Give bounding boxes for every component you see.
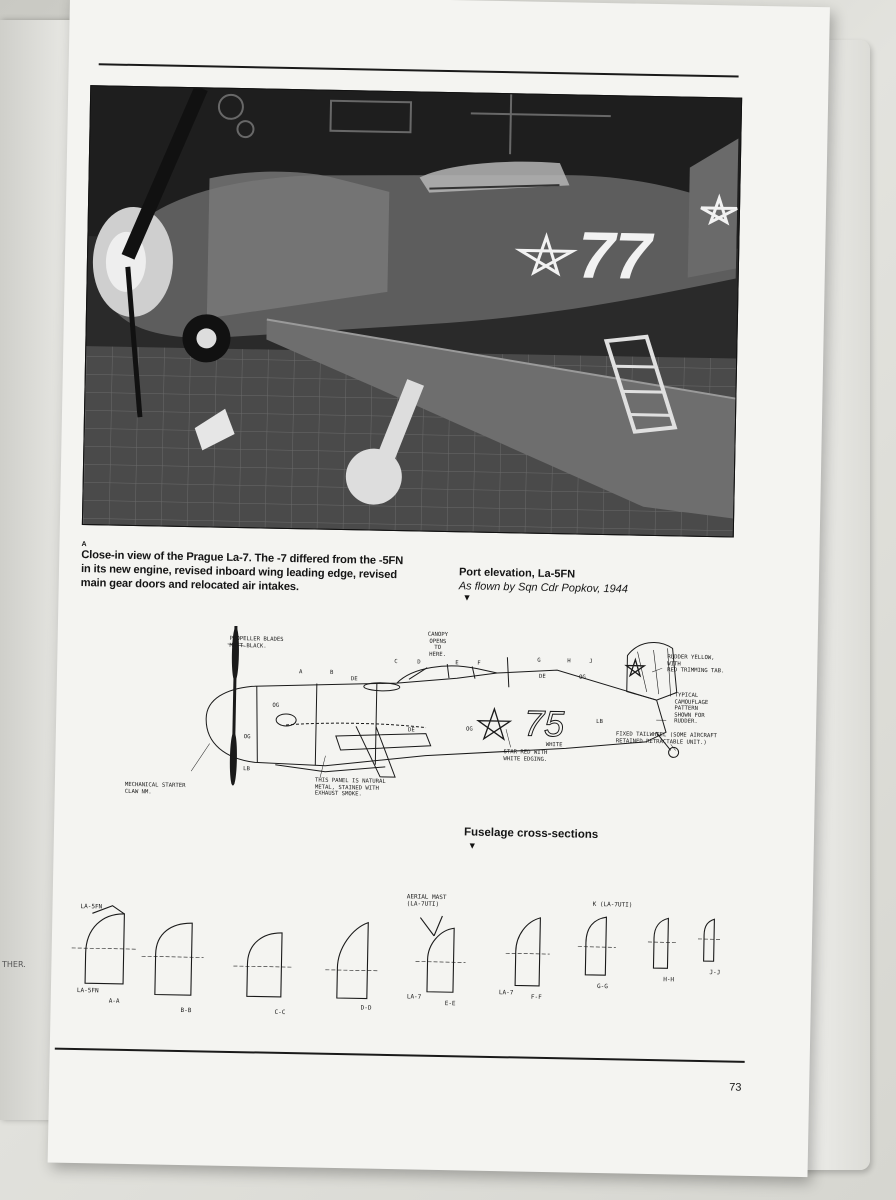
xs-label-h-h: H-H [663, 976, 675, 984]
xs-note-la7-e: LA-7 [406, 993, 422, 1001]
magazine-page: 77 A Close-in view of the Prague La-7. T… [47, 0, 830, 1178]
photo-caption: A Close-in view of the Prague La-7. The … [81, 541, 412, 596]
callout-tailwheel: FIXED TAILWHEEL (SOME AIRCRAFT RETAINED … [615, 731, 718, 746]
top-rule [98, 63, 739, 78]
port-elevation-drawing: 75 PROPELLER BLADES MATT BLACK. CANOPY O… [124, 622, 728, 823]
xs-label-b-b: B-B [180, 1007, 192, 1015]
section-letter-j: J [589, 658, 593, 665]
callout-propeller: PROPELLER BLADES MATT BLACK. [229, 635, 284, 650]
section-letter-f: F [477, 660, 481, 667]
section-letter-b: B [330, 669, 334, 676]
elevation-pointer-icon: ▼ [462, 592, 472, 603]
elevation-subtitle: As flown by Sqn Cdr Popkov, 1944 [458, 580, 629, 596]
xs-label-a-a: A-A [108, 997, 120, 1005]
colour-code-lb-1: LB [596, 718, 603, 726]
colour-code-og-1: OG [272, 702, 280, 709]
section-letter-h: H [567, 658, 571, 665]
colour-code-og-3: OG [578, 674, 586, 681]
cross-sections-title: Fuselage cross-sections [463, 826, 599, 841]
cross-sections-pointer-icon: ▼ [467, 840, 477, 851]
colour-code-de-1: DE [350, 676, 358, 683]
photo-tail-number: 77 [577, 218, 655, 293]
la5fn-line-drawing: 75 [190, 625, 680, 786]
xs-label-j-j: J-J [709, 969, 721, 977]
bottom-rule [54, 1047, 745, 1063]
xs-label-c-c: C-C [274, 1008, 286, 1017]
drawing-aircraft-number: 75 [524, 703, 566, 745]
elevation-title: Port elevation, La-5FN [458, 566, 576, 581]
callout-star: STAR RED WITH WHITE EDGING. [503, 749, 548, 763]
section-letter-e: E [455, 660, 459, 667]
caption-text: Close-in view of the Prague La-7. The -7… [80, 549, 404, 594]
section-letter-a: A [299, 669, 303, 676]
la7-photo-illustration: 77 [82, 86, 742, 537]
colour-code-og-4: OG [243, 734, 251, 741]
xs-note-k: K (LA-7UTI) [592, 900, 633, 909]
colour-code-og-2: OG [465, 726, 473, 733]
section-letter-g: G [537, 657, 541, 664]
callout-panel: THIS PANEL IS NATURAL METAL, STAINED WIT… [314, 777, 386, 798]
colour-code-de-3: DE [538, 673, 546, 680]
callout-canopy: CANOPY OPENS TO HERE. [427, 631, 449, 658]
colour-code-de-2: DE [407, 727, 415, 734]
xs-note-aerial-mast: AERIAL MAST (LA-7UTI) [406, 893, 447, 908]
xs-label-g-g: G-G [597, 983, 608, 991]
left-page-text-fragment: THER. [2, 960, 26, 969]
xs-label-f-f: F-F [530, 993, 542, 1001]
section-letter-d: D [417, 659, 421, 666]
page-number: 73 [729, 1081, 742, 1094]
callout-starter: MECHANICAL STARTER CLAW NM. [124, 781, 186, 795]
xs-label-d-d: D-D [360, 1004, 372, 1012]
colour-code-lb-2: LB [243, 766, 251, 773]
xs-label-e-e: E-E [444, 1000, 456, 1008]
callout-camouflage: TYPICAL CAMOUFLAGE PATTERN SHOWN FOR RUD… [674, 692, 709, 725]
callout-white: WHITE [545, 741, 563, 749]
xs-note-la5fn-top: LA-5FN [80, 903, 103, 911]
xs-note-la7-f: LA-7 [498, 989, 514, 997]
callout-rudder: RUDDER YELLOW, WITH RED TRIMMING TAB. [667, 654, 725, 675]
fuselage-cross-sections: LA-5FN LA-5FN AERIAL MAST (LA-7UTI) LA-7… [70, 873, 733, 1046]
aircraft-photo: 77 [81, 85, 743, 538]
xs-note-la5fn-bottom: LA-5FN [76, 987, 99, 995]
cross-section-drawings [71, 905, 723, 1000]
section-letter-c: C [394, 659, 398, 666]
